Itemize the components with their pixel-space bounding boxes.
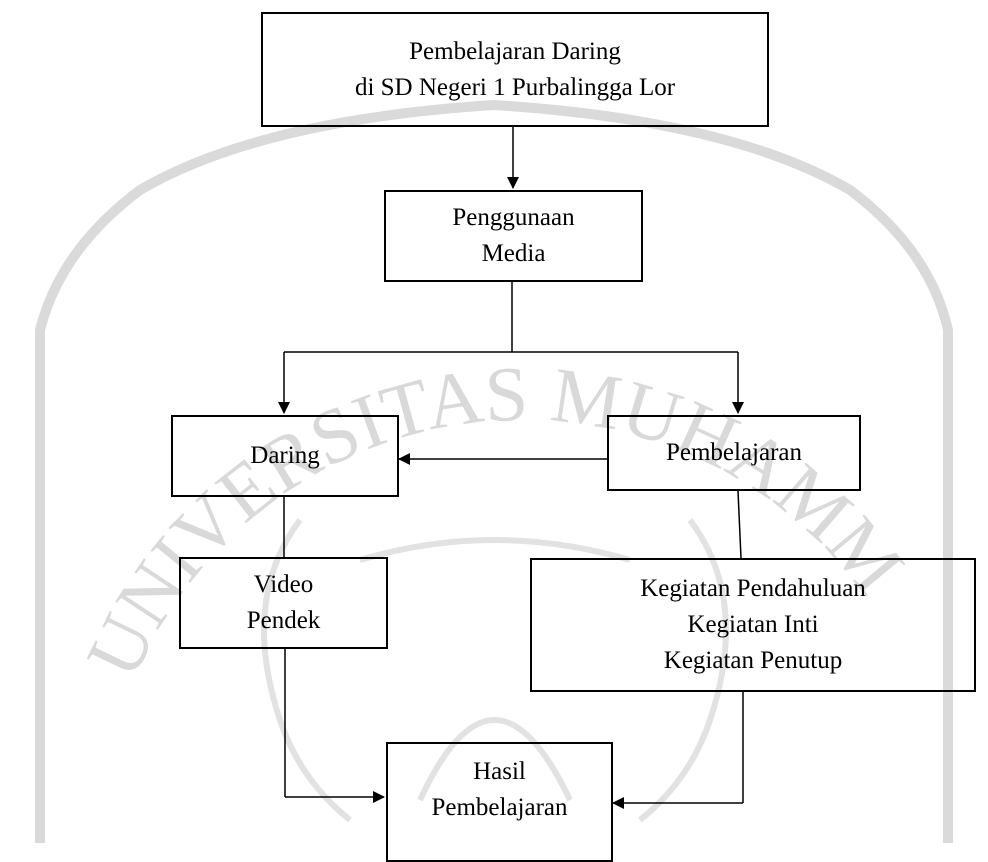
node-pembelajaran-daring-line-1: Pembelajaran Daring [409,37,621,65]
node-hasil-pembelajaran: Hasil Pembelajaran [386,742,613,862]
node-pembelajaran-daring-line-2: di SD Negeri 1 Purbalingga Lor [354,73,676,101]
connector-lines [278,127,744,809]
node-kegiatan: Kegiatan Pendahuluan Kegiatan Inti Kegia… [530,558,976,692]
node-pembelajaran-daring: Pembelajaran Daring di SD Negeri 1 Purba… [261,12,769,127]
node-video-pendek: Video Pendek [179,557,388,649]
node-kegiatan-line-2: Kegiatan Inti [687,611,819,638]
node-penggunaan-media-line-2: Media [481,240,546,267]
line-pembelajaran-to-kegiatan [737,490,742,559]
node-pembelajaran-label: Pembelajaran [665,439,803,466]
node-kegiatan-line-1: Kegiatan Pendahuluan [640,575,866,602]
node-penggunaan-media: Penggunaan Media [384,190,643,282]
node-pembelajaran: Pembelajaran [607,415,861,491]
node-daring-label: Daring [250,442,320,469]
node-hasil-pembelajaran-line-2: Pembelajaran [431,794,568,821]
node-video-pendek-line-1: Video [253,571,314,598]
node-hasil-pembelajaran-line-1: Hasil [473,758,526,785]
node-kegiatan-line-3: Kegiatan Penutup [663,647,843,674]
node-penggunaan-media-line-1: Penggunaan [452,204,575,231]
node-video-pendek-line-2: Pendek [246,607,321,634]
node-daring: Daring [171,415,399,497]
